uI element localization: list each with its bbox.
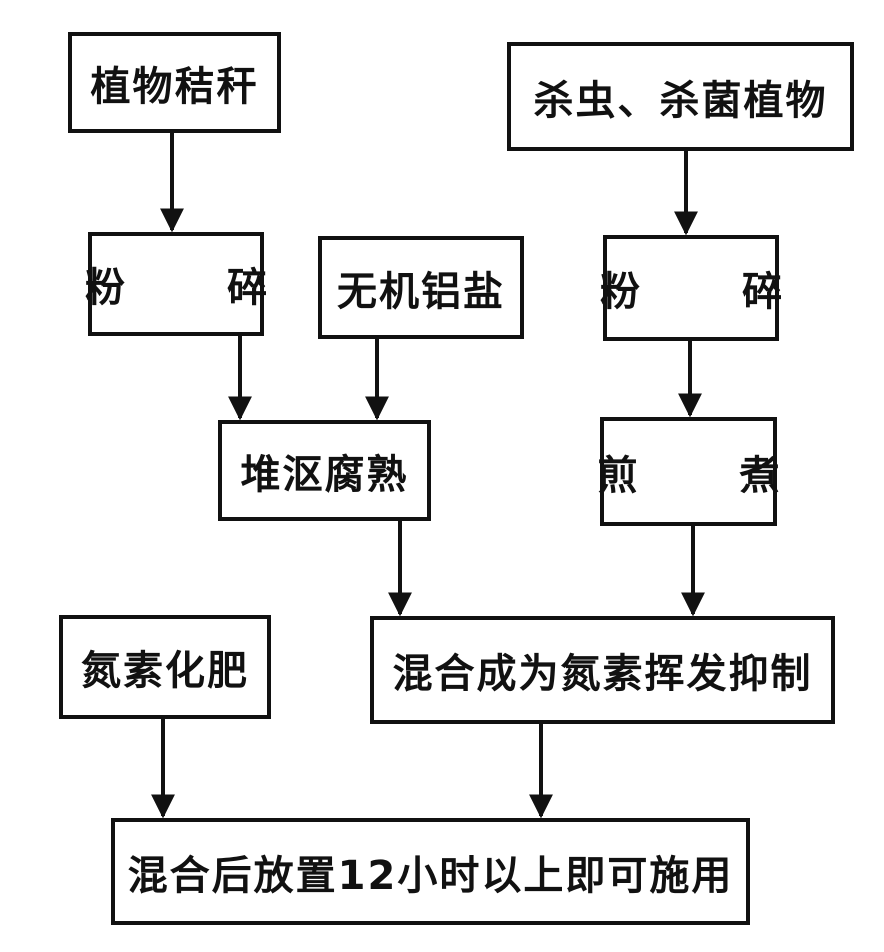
- node-nitrogen-fertilizer-label: 氮素化肥: [81, 648, 249, 694]
- node-crush-right-label: 粉 碎: [600, 269, 826, 315]
- node-aluminum-salt-label: 无机铝盐: [337, 268, 505, 315]
- node-inhibitor-mix-label: 混合成为氮素挥发抑制: [392, 651, 813, 697]
- node-decoct: 煎 煮: [598, 417, 779, 526]
- node-crush-left-label: 粉 碎: [85, 265, 311, 311]
- node-compost: 堆沤腐熟: [218, 420, 431, 521]
- node-insecticidal-plant: 杀虫、杀菌植物: [507, 42, 854, 151]
- node-final-step-label: 混合后放置12小时以上即可施用: [127, 852, 734, 899]
- node-inhibitor-mix: 混合成为氮素挥发抑制: [370, 616, 835, 724]
- node-final-step: 混合后放置12小时以上即可施用: [111, 818, 750, 925]
- node-plant-straw-label: 植物秸秆: [90, 63, 259, 110]
- node-decoct-label: 煎 煮: [597, 452, 824, 499]
- node-crush-left: 粉 碎: [85, 232, 267, 336]
- node-plant-straw: 植物秸秆: [68, 32, 281, 133]
- node-aluminum-salt: 无机铝盐: [318, 236, 524, 339]
- node-crush-right: 粉 碎: [600, 235, 782, 341]
- node-compost-label: 堆沤腐熟: [240, 451, 409, 498]
- node-insecticidal-plant-label: 杀虫、杀菌植物: [533, 77, 828, 124]
- node-nitrogen-fertilizer: 氮素化肥: [59, 615, 271, 719]
